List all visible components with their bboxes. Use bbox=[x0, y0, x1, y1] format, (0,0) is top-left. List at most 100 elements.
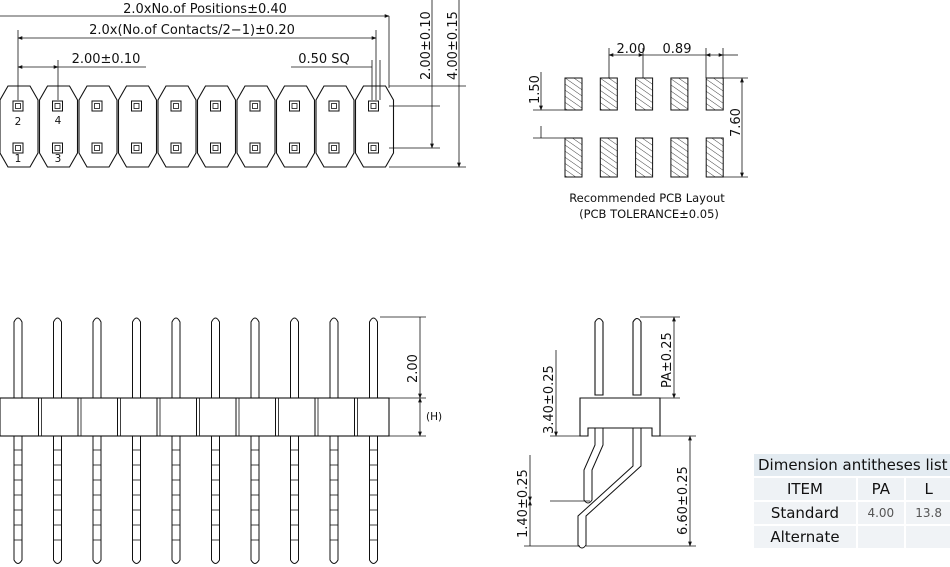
pin-square-outer bbox=[328, 142, 340, 154]
front-pin-upper bbox=[250, 317, 260, 398]
pin-square-outer bbox=[12, 100, 24, 112]
front-view-pins bbox=[13, 317, 378, 564]
dim-contacts-label: 2.0x(No.of Contacts/2−1)±0.20 bbox=[89, 23, 295, 38]
front-pin-lower bbox=[211, 436, 220, 564]
table-row: Standard 4.00 13.8 bbox=[754, 502, 950, 524]
side-view: PA±0.25 3.40±0.25 1.40±0.25 6.60±0.25 bbox=[516, 316, 696, 549]
top-view: 2.0xNo.of Positions±0.40 2.0x(No.of Cont… bbox=[0, 0, 466, 168]
pin-square-inner bbox=[252, 103, 258, 109]
pin-square-outer bbox=[170, 142, 182, 154]
pin-square-outer bbox=[131, 142, 142, 154]
pcb-tolerance: (PCB TOLERANCE±0.05) bbox=[579, 207, 719, 221]
pin-square-outer bbox=[91, 100, 103, 112]
table-header-pa: PA bbox=[857, 478, 904, 500]
front-pin-lower bbox=[290, 436, 299, 564]
pin-square-outer bbox=[368, 100, 379, 112]
pcb-caption: Recommended PCB Layout bbox=[569, 191, 725, 205]
side-pin-right-upper bbox=[632, 317, 642, 396]
front-pin-upper bbox=[13, 317, 23, 398]
pin-square-inner bbox=[54, 145, 61, 151]
pcb-layout: 2.00 0.89 1.50 7.60 Recommended PCB Layo… bbox=[528, 42, 748, 221]
pin-square-outer bbox=[131, 100, 142, 112]
front-view: 2.00 (H) bbox=[0, 316, 442, 564]
pin-square-outer bbox=[91, 142, 103, 154]
pcb-pad-bottom bbox=[564, 137, 583, 178]
table-row: Alternate bbox=[754, 526, 950, 548]
pcb-pad-bottom bbox=[670, 137, 689, 178]
dim-width-label: 4.00±0.15 bbox=[446, 11, 461, 80]
front-pin-lower bbox=[171, 436, 181, 564]
front-pin-lower bbox=[250, 436, 260, 564]
front-pin-upper bbox=[132, 317, 141, 398]
front-pin-lower bbox=[53, 436, 62, 564]
front-pin-upper bbox=[369, 317, 378, 398]
pin-square-inner bbox=[331, 145, 337, 151]
front-pin-lower bbox=[92, 436, 102, 564]
dim-overall-label: 7.60 bbox=[729, 108, 744, 137]
pcb-pad-top bbox=[635, 77, 654, 111]
table-header-item: ITEM bbox=[754, 478, 856, 500]
pcb-pad-top bbox=[564, 77, 583, 111]
pin-square-inner bbox=[133, 145, 140, 151]
pin-square-inner bbox=[94, 145, 100, 151]
front-pin-upper bbox=[92, 317, 102, 398]
dim-pad-length-label: 1.50 bbox=[528, 75, 543, 104]
top-cell bbox=[275, 85, 316, 168]
pcb-pad-top bbox=[599, 77, 618, 111]
top-view-cells bbox=[0, 85, 395, 168]
front-pin-lower bbox=[369, 436, 378, 564]
pin-square-outer bbox=[289, 142, 300, 154]
pin-label-3: 3 bbox=[55, 153, 62, 165]
side-insulator bbox=[579, 397, 661, 437]
side-pin-bent-long bbox=[577, 428, 642, 549]
pin-square-inner bbox=[370, 103, 377, 109]
pin-square-inner bbox=[212, 145, 219, 151]
pin-square-inner bbox=[252, 145, 258, 151]
top-cell bbox=[78, 85, 118, 168]
table-title: Dimension antitheses list bbox=[754, 454, 950, 476]
pin-label-1: 1 bbox=[15, 153, 22, 165]
front-pin-upper bbox=[211, 317, 220, 398]
top-cell bbox=[38, 85, 79, 168]
pin-square-outer bbox=[12, 142, 24, 154]
pcb-pad-bottom bbox=[705, 137, 724, 178]
dim-front-top-label: 2.00 bbox=[406, 354, 421, 383]
pin-label-2: 2 bbox=[15, 116, 22, 128]
front-pin-upper bbox=[329, 317, 339, 398]
dim-pitch-label: 2.00±0.10 bbox=[72, 52, 141, 67]
side-pin-bent-short bbox=[583, 428, 604, 504]
top-cell bbox=[117, 85, 158, 168]
pin-square-inner bbox=[15, 103, 21, 109]
pcb-pad-bottom bbox=[599, 137, 618, 178]
insulator-body bbox=[0, 397, 390, 437]
pcb-pads bbox=[564, 77, 724, 178]
front-pin-lower bbox=[329, 436, 339, 564]
table-header-l: L bbox=[905, 478, 950, 500]
pin-square-inner bbox=[173, 103, 179, 109]
pin-square-inner bbox=[370, 145, 377, 151]
pin-square-outer bbox=[52, 100, 63, 112]
front-pin-upper bbox=[53, 317, 62, 398]
front-pin-upper bbox=[290, 317, 299, 398]
front-pin-lower bbox=[132, 436, 141, 564]
side-pin-left-upper bbox=[594, 317, 604, 396]
dim-pad-width-label: 0.89 bbox=[663, 42, 692, 57]
pin-square-outer bbox=[249, 142, 261, 154]
top-cell bbox=[0, 85, 39, 168]
pin-square-outer bbox=[210, 142, 221, 154]
pin-square-inner bbox=[15, 145, 21, 151]
table-cell-l: 13.8 bbox=[905, 502, 950, 524]
top-cell bbox=[354, 85, 395, 168]
dim-row-label: 2.00±0.10 bbox=[419, 11, 434, 80]
dim-h-label: (H) bbox=[426, 411, 442, 423]
dim-660-label: 6.60±0.25 bbox=[676, 466, 691, 535]
table-header-row: ITEM PA L bbox=[754, 478, 950, 500]
pin-square-inner bbox=[291, 145, 298, 151]
pin-square-outer bbox=[170, 100, 182, 112]
pin-square-outer bbox=[210, 100, 221, 112]
pin-square-outer bbox=[289, 100, 300, 112]
pin-square-inner bbox=[54, 103, 61, 109]
pcb-pad-top bbox=[705, 77, 724, 111]
table-cell-item: Alternate bbox=[754, 526, 856, 548]
